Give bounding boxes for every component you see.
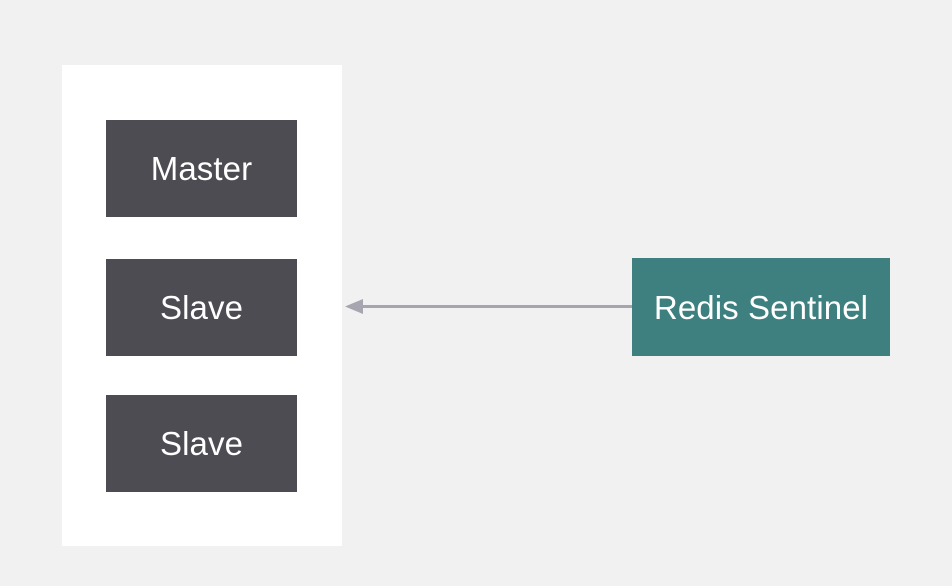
node-slave-2-label: Slave [159, 425, 244, 462]
connector-sentinel-to-group[interactable] [345, 299, 632, 314]
node-master-label: Master [150, 150, 253, 187]
node-redis-sentinel-label: Redis Sentinel [653, 288, 869, 326]
connector-arrowhead-icon [345, 299, 363, 314]
node-redis-sentinel[interactable]: Redis Sentinel [632, 258, 890, 356]
node-slave-1[interactable]: Slave [106, 259, 297, 356]
node-slave-1-label: Slave [159, 289, 244, 326]
node-slave-2[interactable]: Slave [106, 395, 297, 492]
node-master[interactable]: Master [106, 120, 297, 217]
